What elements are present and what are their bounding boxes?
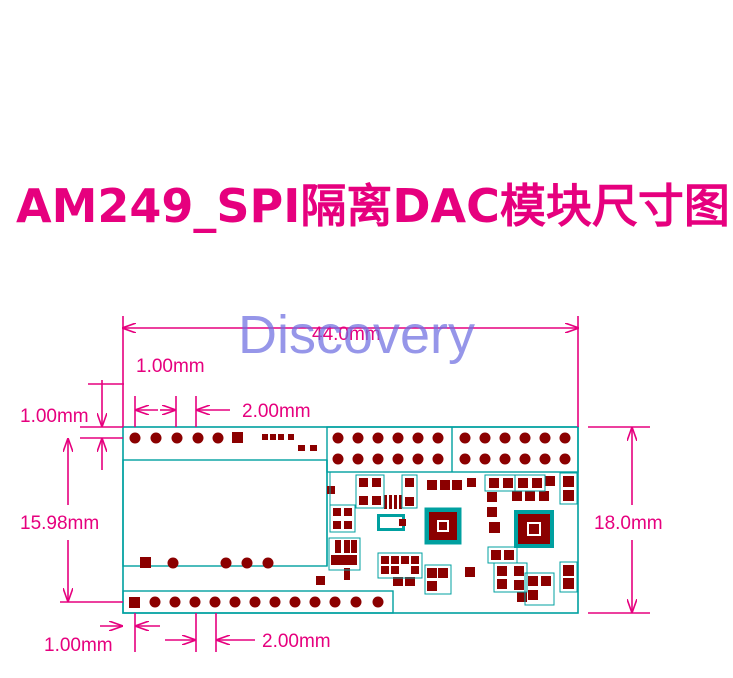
top-right-pin-headers	[332, 432, 571, 465]
mid-left-pads	[140, 557, 325, 585]
smd-component	[377, 514, 406, 531]
dim-label-top-offset: 1.00mm	[136, 356, 205, 377]
pin-pad	[129, 432, 141, 444]
dim-label-bottom-pitch: 2.00mm	[262, 631, 331, 652]
dimension-lines	[60, 316, 650, 652]
smd-pads	[327, 476, 574, 602]
dim-label-height: 18.0mm	[594, 513, 663, 534]
dim-label-left-offset: 1.00mm	[20, 406, 89, 427]
pin-pad	[150, 432, 162, 444]
diagram-title: AM249_SPI隔离DAC模块尺寸图	[16, 179, 730, 233]
pin-pad	[212, 432, 224, 444]
dim-label-width: 44.0mm	[312, 324, 381, 345]
board-outline	[122, 426, 579, 614]
smd-outlines	[328, 472, 578, 606]
dim-label-row-spacing: 15.98mm	[20, 513, 99, 534]
bottom-pin-header	[129, 596, 384, 608]
pcb-board	[122, 426, 579, 614]
top-left-pin-header	[129, 432, 317, 451]
pin-pad	[171, 432, 183, 444]
watermark-text: Discovery	[238, 305, 476, 365]
pin-pad-square	[232, 432, 243, 443]
pin-pad	[192, 432, 204, 444]
ic-chip-left	[424, 507, 462, 545]
dim-label-bottom-offset: 1.00mm	[44, 635, 113, 656]
ic-chip-right	[514, 510, 554, 548]
dim-label-top-pitch: 2.00mm	[242, 401, 311, 422]
